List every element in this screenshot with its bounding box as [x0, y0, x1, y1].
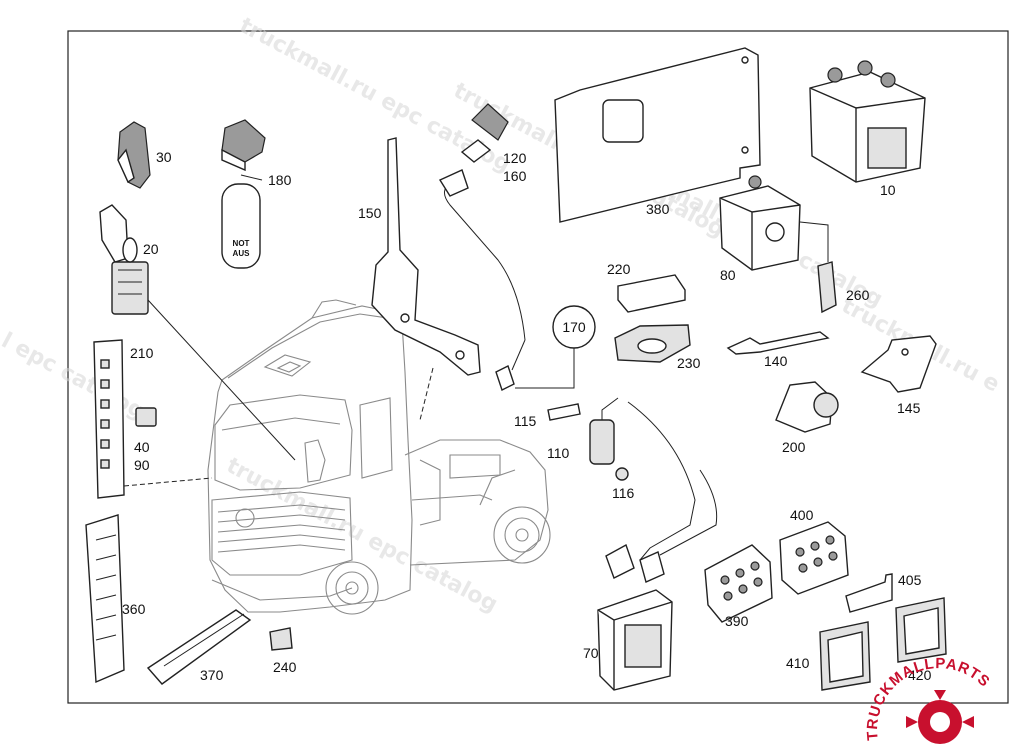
part-410-cover[interactable]	[819, 621, 871, 691]
part-20-relay-holder[interactable]	[99, 204, 149, 315]
part-360-cover-strip[interactable]	[85, 514, 125, 684]
truckmallparts-logo: TRUCKMALLPARTS	[864, 655, 992, 744]
label-30: 30	[156, 149, 172, 165]
part-405-bracket[interactable]	[845, 573, 893, 613]
label-115: 115	[514, 413, 537, 429]
part-40-relay[interactable]	[135, 407, 157, 427]
label-10: 10	[880, 182, 896, 198]
label-140: 140	[764, 353, 788, 369]
gear-icon	[906, 690, 974, 744]
truck-cab-illustration	[207, 299, 551, 615]
label-150: 150	[358, 205, 382, 221]
part-110-relay[interactable]	[589, 397, 619, 465]
label-180: 180	[268, 172, 292, 188]
part-70-control-unit[interactable]	[597, 589, 673, 691]
label-360: 360	[122, 601, 146, 617]
watermark: l epc catalog	[0, 328, 149, 424]
part-400-relay-board[interactable]	[779, 521, 849, 595]
label-400: 400	[790, 507, 814, 523]
label-240: 240	[273, 659, 297, 675]
part-370-fuse-box[interactable]	[146, 609, 252, 685]
leader-20	[147, 299, 296, 461]
label-410: 410	[786, 655, 810, 671]
label-230: 230	[677, 355, 701, 371]
part-240-clip[interactable]	[269, 627, 293, 651]
leader-210	[123, 477, 213, 487]
switch-text-line2: AUS	[233, 249, 251, 258]
label-420: 420	[908, 667, 932, 683]
part-115-plate[interactable]	[547, 403, 581, 421]
part-200-plug[interactable]	[775, 381, 839, 433]
cable-harness	[605, 401, 718, 583]
leader-150	[419, 367, 434, 421]
label-210: 210	[130, 345, 154, 361]
diagram-frame	[67, 30, 1009, 704]
label-116: 116	[612, 485, 635, 501]
part-420-cover[interactable]	[895, 597, 947, 663]
label-90: 90	[134, 457, 150, 473]
label-145: 145	[897, 400, 921, 416]
label-405: 405	[898, 572, 922, 588]
part-80-control-box[interactable]	[719, 175, 801, 271]
fuse-strip-holes	[100, 359, 110, 469]
part-140-strap[interactable]	[726, 331, 830, 355]
part-145-bracket[interactable]	[860, 335, 937, 393]
label-390: 390	[725, 613, 749, 629]
part-210-fuse-strip[interactable]	[93, 339, 125, 499]
part-230-bracket[interactable]	[614, 324, 691, 363]
switch-text-line1: NOT	[233, 239, 250, 248]
label-370: 370	[200, 667, 224, 683]
label-160: 160	[503, 168, 527, 184]
part-260-connector[interactable]	[817, 261, 837, 314]
part-150-bracket[interactable]	[371, 137, 481, 376]
label-120: 120	[503, 150, 527, 166]
label-380: 380	[646, 201, 670, 217]
part-116-nut[interactable]	[615, 467, 629, 481]
label-260: 260	[846, 287, 870, 303]
label-110: 110	[547, 445, 570, 461]
part-10-battery-switch[interactable]	[809, 60, 926, 183]
leader-170	[515, 348, 575, 389]
relay-board-400-sockets	[795, 535, 838, 573]
label-80: 80	[720, 267, 736, 283]
label-20: 20	[143, 241, 159, 257]
part-380-mounting-plate[interactable]	[554, 47, 761, 223]
label-170: 170	[562, 319, 586, 335]
part-390-relay-board[interactable]	[704, 544, 773, 623]
part-170-wiring-harness[interactable]	[438, 169, 526, 391]
part-180-emergency-switch[interactable]: NOT AUS	[221, 119, 266, 269]
part-30-switch-cover[interactable]	[117, 121, 151, 189]
label-70: 70	[583, 645, 599, 661]
label-40: 40	[134, 439, 150, 455]
part-120-sensor[interactable]	[460, 103, 509, 163]
part-220-holder[interactable]	[617, 274, 686, 313]
label-200: 200	[782, 439, 806, 455]
leader-80	[799, 221, 829, 262]
relay-board-390-sockets	[720, 561, 763, 601]
label-220: 220	[607, 261, 631, 277]
